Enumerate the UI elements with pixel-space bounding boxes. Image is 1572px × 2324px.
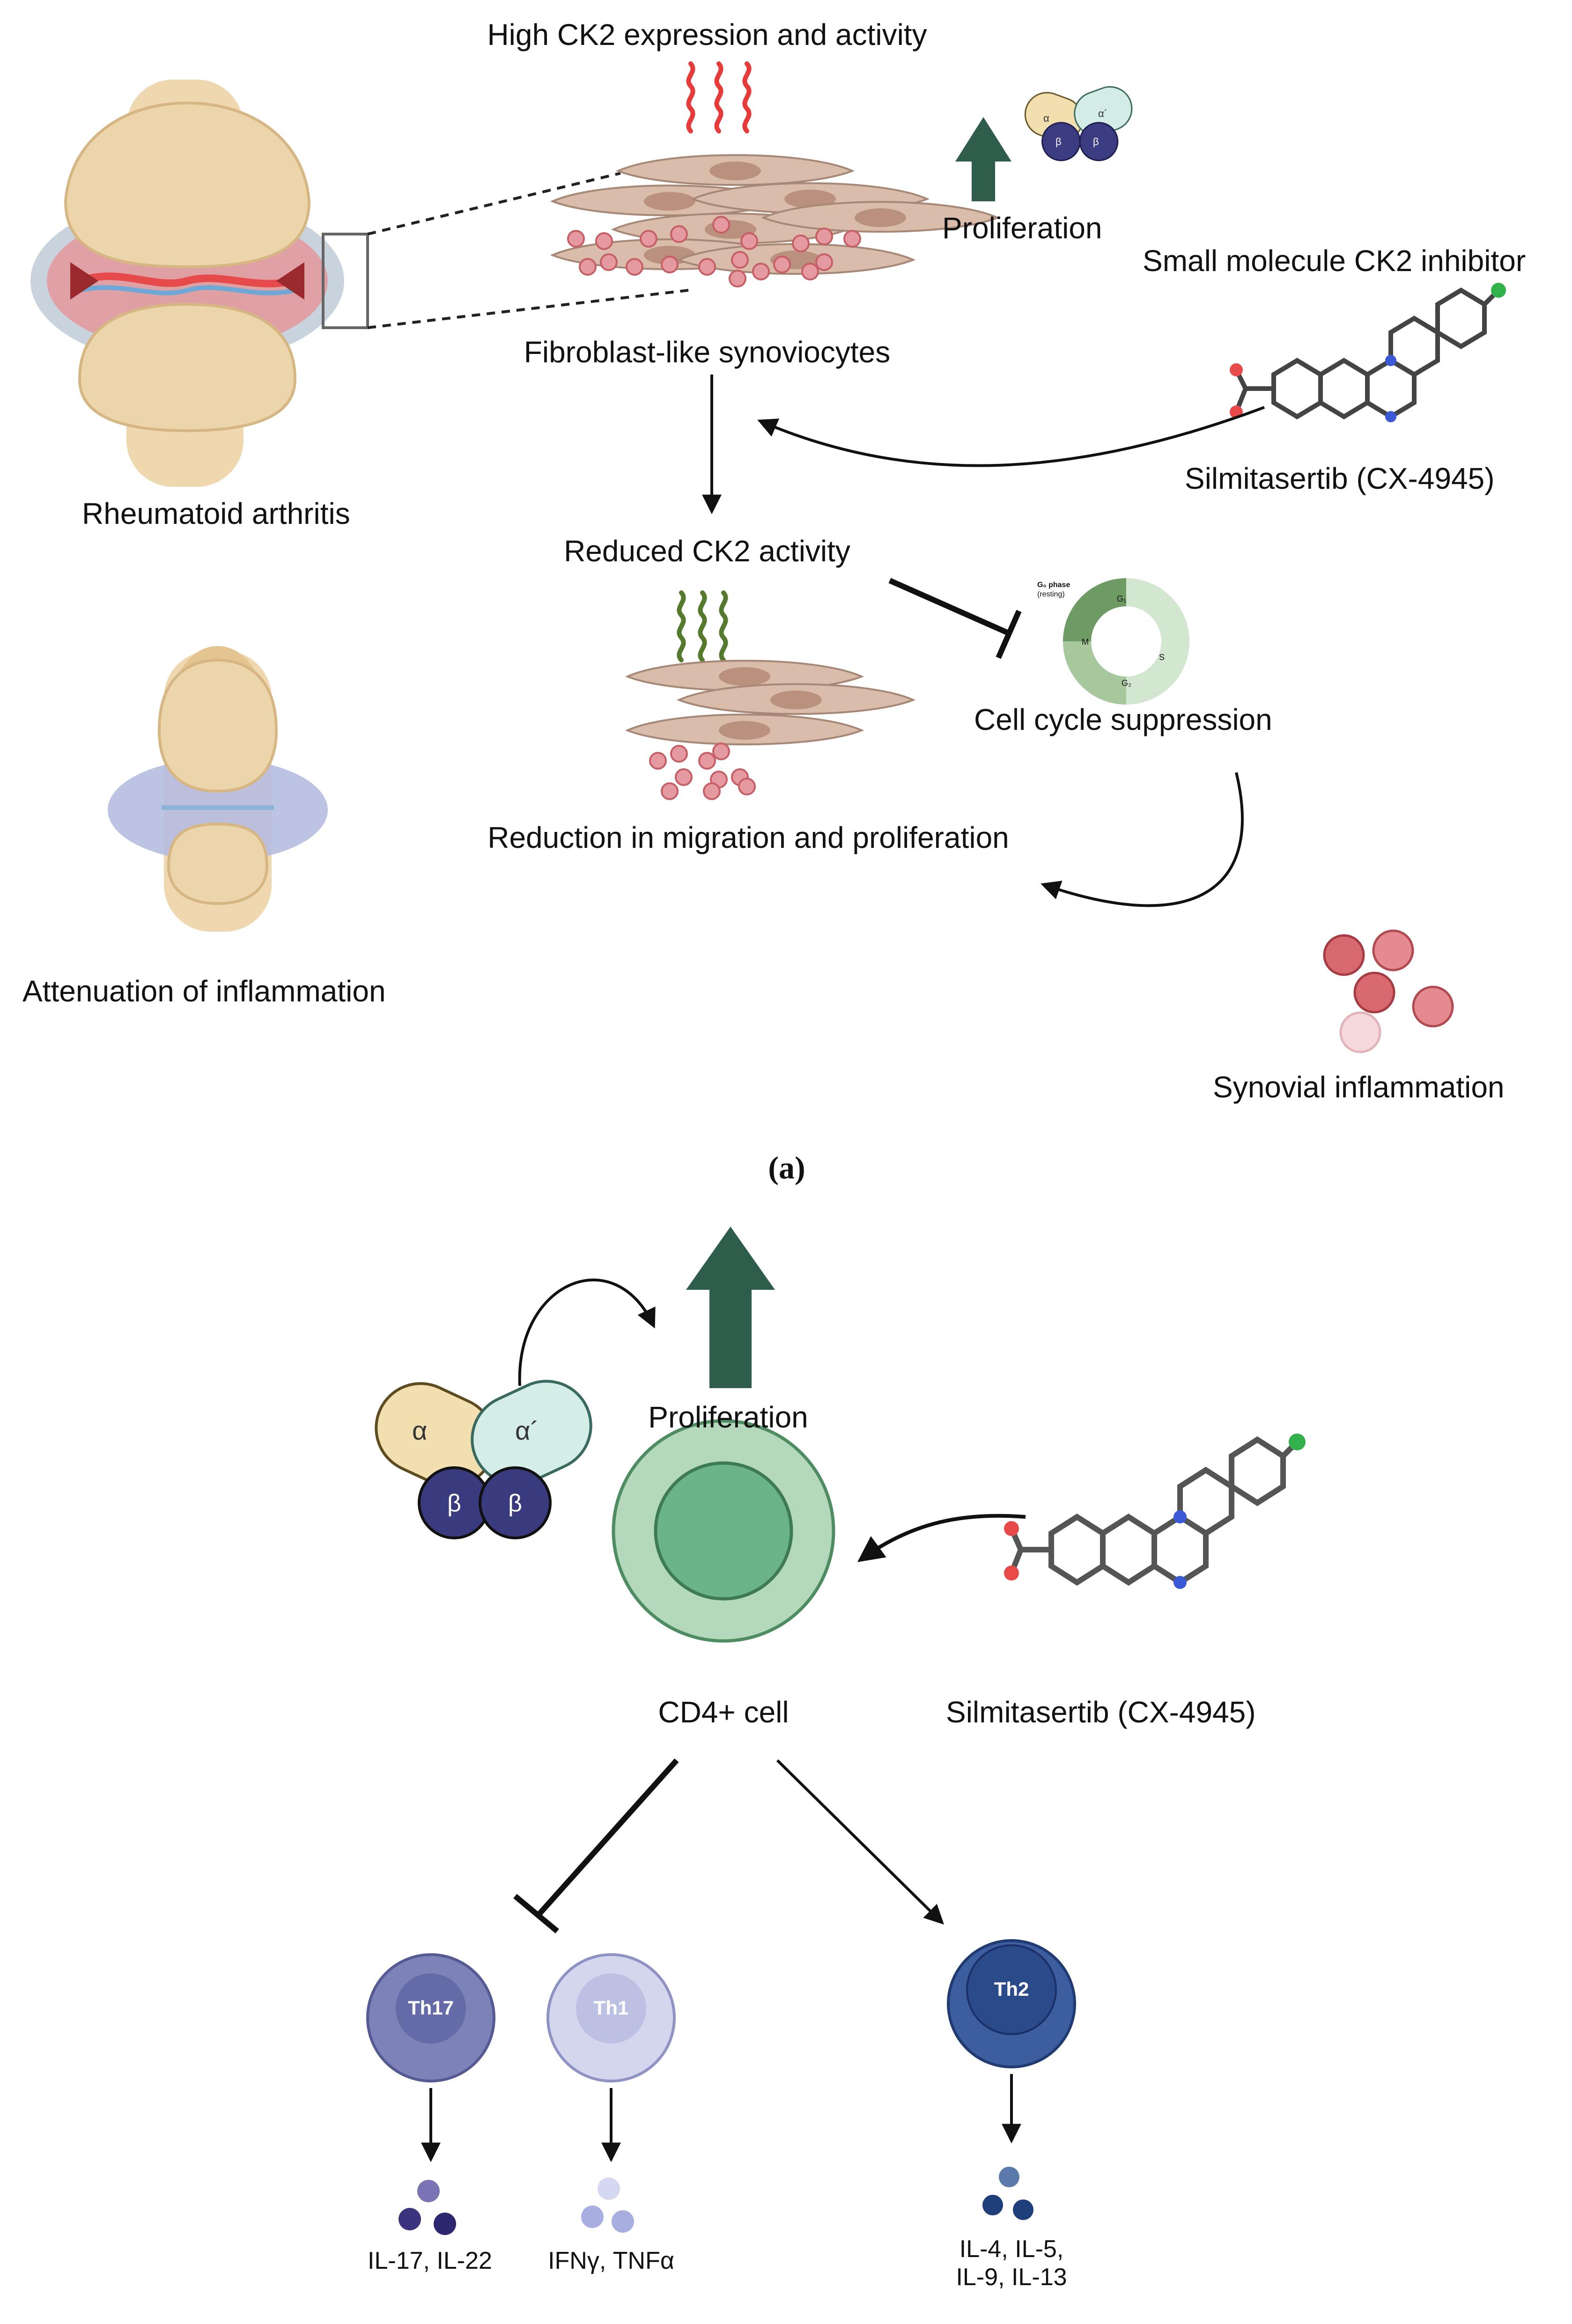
label-silmitasertib-b: Silmitasertib (CX-4945) [946,1695,1256,1729]
ck2-small-alpha: α [1043,112,1049,124]
ra-knee-icon [30,80,689,487]
th17-cytokines-icon [399,2180,456,2235]
ck2-large-beta-1: β [447,1490,461,1517]
ck2-large-beta-2: β [508,1490,522,1517]
label-fls: Fibroblast-like synoviocytes [524,335,891,369]
ck2-large-alpha: α [412,1416,428,1445]
label-silmitasertib-a: Silmitasertib (CX-4945) [1185,462,1495,495]
label-reduction: Reduction in migration and proliferation [487,821,1009,854]
cell-cycle-phase-sub: (resting) [1037,590,1065,598]
ck2-small-icon [1024,86,1133,162]
ck2-small-beta-2: β [1093,136,1099,147]
label-reduced-ck2: Reduced CK2 activity [564,534,850,568]
ck2-large-alpha-prime: α´ [515,1416,539,1445]
molecule-a-icon [1234,287,1498,419]
label-synovial: Synovial inflammation [1213,1070,1505,1104]
arrow-inhibitor-to-fls [757,406,1265,467]
molecule-b-icon [1009,1436,1297,1586]
cell-cycle-wheel-icon [1063,578,1189,705]
arrow-ck2-to-proliferation [518,1279,656,1386]
healthy-knee-icon [108,646,328,932]
cell-cycle-s: S [1159,653,1165,662]
cell-cycle-m: M [1082,637,1089,647]
cell-cycle-g1: G₁ [1117,594,1127,603]
label-cd4: CD4+ cell [658,1695,789,1729]
ck2-large-icon [375,1380,592,1539]
inhibition-th17-th1 [513,1758,679,1934]
arrow-silmitasertib-to-cd4 [857,1514,1026,1562]
label-attenuation: Attenuation of inflammation [22,974,386,1008]
cd4-cell-icon [612,1419,835,1643]
arrow-cellcycle-to-reduction [1041,772,1244,907]
ck2-small-alpha-prime: α´ [1098,108,1108,119]
label-proliferation-b: Proliferation [648,1400,808,1434]
label-cell-cycle: Cell cycle suppression [974,703,1272,736]
panel-a-label: (a) [768,1150,805,1185]
label-proliferation-a: Proliferation [942,211,1102,245]
label-th17-cytokines: IL-17, IL-22 [368,2247,492,2274]
th1-cell-icon [546,1953,676,2082]
label-th17: Th17 [407,1997,454,2019]
cell-cycle-g2: G₂ [1122,678,1131,688]
th17-cell-icon [366,1953,495,2082]
up-arrow-a-icon [955,117,1011,201]
fls-reduced-icon [627,593,914,800]
label-th2: Th2 [994,1978,1029,2000]
label-ra: Rheumatoid arthritis [82,497,350,530]
fls-cluster-icon [552,64,998,287]
th2-cell-icon [947,1939,1076,2068]
inhibition-cell-cycle [888,578,1022,659]
ck2-small-beta-1: β [1055,136,1062,147]
th1-cytokines-icon [581,2177,634,2233]
cell-cycle-phase-title: G₀ phase [1037,581,1070,589]
th2-cytokines-icon [982,2167,1033,2220]
label-th2-cytokines: IL-4, IL-5, IL-9, IL-13 [956,2236,1067,2291]
arrow-cd4-to-th2 [776,1759,944,1925]
label-high-ck2: High CK2 expression and activity [487,18,927,51]
up-arrow-b-icon [686,1227,775,1388]
label-th1-cytokines: IFNγ, TNFα [548,2247,674,2274]
label-th1: Th1 [593,1997,629,2019]
synovial-cells-icon [1323,929,1454,1053]
label-small-molecule: Small molecule CK2 inhibitor [1143,244,1526,278]
